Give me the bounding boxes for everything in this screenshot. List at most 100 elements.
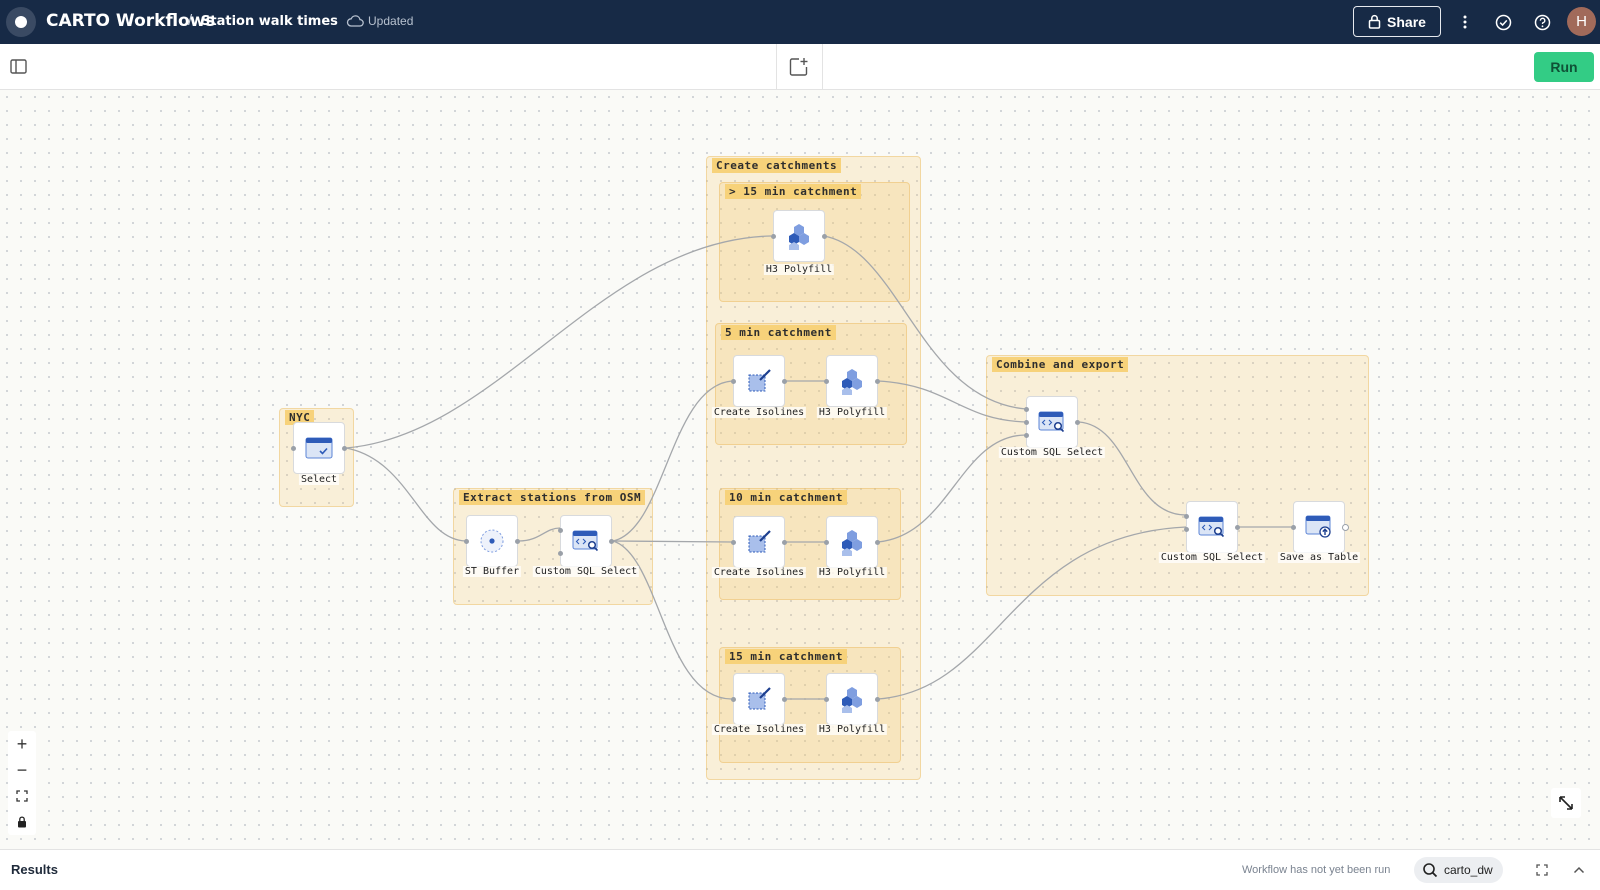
- input-port[interactable]: [1184, 527, 1189, 532]
- run-button[interactable]: Run: [1534, 52, 1594, 82]
- buffer-icon: [480, 529, 504, 553]
- input-port[interactable]: [731, 697, 736, 702]
- node-h3-polyfill-gt15[interactable]: [771, 210, 827, 262]
- output-port[interactable]: [1342, 524, 1349, 531]
- input-port[interactable]: [731, 379, 736, 384]
- group-label: > 15 min catchment: [725, 184, 862, 199]
- output-port[interactable]: [782, 540, 787, 545]
- lock-canvas-button[interactable]: [10, 810, 34, 834]
- add-node-icon[interactable]: [789, 57, 811, 77]
- node-create-isolines-10[interactable]: [731, 516, 787, 568]
- input-port[interactable]: [824, 697, 829, 702]
- group-create-catchments[interactable]: Create catchments: [706, 156, 921, 780]
- top-bar: CARTO Workflows / Station walk times Upd…: [0, 0, 1600, 44]
- results-title[interactable]: Results: [11, 862, 58, 877]
- save-table-icon: [1305, 515, 1331, 538]
- zoom-out-button[interactable]: −: [10, 758, 34, 782]
- input-port[interactable]: [558, 551, 563, 556]
- edge: [612, 540, 733, 543]
- canvas-toolbar: Run: [0, 44, 1600, 90]
- output-port[interactable]: [875, 697, 880, 702]
- sidebar-toggle-icon[interactable]: [10, 59, 27, 74]
- output-port[interactable]: [515, 539, 520, 544]
- output-port[interactable]: [875, 540, 880, 545]
- connection-chip[interactable]: carto_dw: [1414, 857, 1503, 883]
- breadcrumb-separator: /: [188, 12, 193, 29]
- input-port[interactable]: [1024, 420, 1029, 425]
- h3-hexagon-icon: [789, 224, 809, 250]
- workflow-name[interactable]: Station walk times: [201, 14, 338, 29]
- output-port[interactable]: [1075, 420, 1080, 425]
- edge: [1078, 421, 1187, 516]
- expand-arrows-icon: [1559, 796, 1573, 810]
- input-port[interactable]: [1024, 433, 1029, 438]
- zoom-in-button[interactable]: +: [10, 732, 34, 756]
- node-create-isolines-5[interactable]: [731, 355, 787, 407]
- node-label: H3 Polyfill: [816, 567, 888, 578]
- input-port[interactable]: [824, 540, 829, 545]
- input-port[interactable]: [1024, 407, 1029, 412]
- workflow-canvas[interactable]: NYC Extract stations from OSM Create cat…: [0, 90, 1600, 849]
- edge: [518, 527, 561, 542]
- custom-sql-icon: [1198, 516, 1225, 538]
- share-button[interactable]: Share: [1353, 6, 1441, 37]
- edge: [345, 447, 467, 542]
- help-icon[interactable]: [1530, 10, 1554, 34]
- workflow-edges: [345, 235, 1293, 700]
- input-port[interactable]: [824, 379, 829, 384]
- user-avatar[interactable]: H: [1567, 7, 1596, 36]
- node-custom-sql-combine-2[interactable]: [1184, 501, 1240, 553]
- node-save-as-table[interactable]: [1291, 501, 1349, 553]
- node-custom-sql-combine-1[interactable]: [1024, 396, 1080, 448]
- fit-view-icon: [16, 790, 28, 802]
- input-port[interactable]: [771, 234, 776, 239]
- chevron-up-icon[interactable]: [1571, 862, 1587, 878]
- expand-canvas-button[interactable]: [1551, 788, 1581, 818]
- table-select-icon: [305, 437, 333, 459]
- edge: [345, 235, 772, 449]
- input-port[interactable]: [558, 528, 563, 533]
- fullscreen-icon[interactable]: [1534, 862, 1550, 878]
- edge: [612, 380, 733, 542]
- output-port[interactable]: [875, 379, 880, 384]
- node-label: ST Buffer: [462, 566, 522, 577]
- node-label: Create Isolines: [711, 407, 807, 418]
- fit-view-button[interactable]: [10, 784, 34, 808]
- output-port[interactable]: [782, 379, 787, 384]
- node-label: Create Isolines: [711, 567, 807, 578]
- node-create-isolines-15[interactable]: [731, 673, 787, 725]
- output-port[interactable]: [1235, 525, 1240, 530]
- node-h3-polyfill-10[interactable]: [824, 516, 880, 568]
- node-st-buffer[interactable]: [464, 515, 520, 567]
- output-port[interactable]: [609, 539, 614, 544]
- h3-hexagon-icon: [842, 530, 862, 556]
- connection-name: carto_dw: [1444, 863, 1493, 877]
- more-options-icon[interactable]: [1453, 10, 1477, 34]
- input-port[interactable]: [291, 446, 296, 451]
- input-port[interactable]: [464, 539, 469, 544]
- node-label: Select: [298, 474, 340, 485]
- app-title[interactable]: CARTO Workflows: [46, 11, 216, 31]
- edge: [823, 235, 1027, 410]
- node-h3-polyfill-5[interactable]: [824, 355, 880, 407]
- input-port[interactable]: [1291, 525, 1296, 530]
- group-label: Extract stations from OSM: [459, 490, 646, 505]
- custom-sql-icon: [572, 530, 599, 552]
- carto-logo-icon[interactable]: [6, 7, 36, 37]
- output-port[interactable]: [822, 234, 827, 239]
- group-extract-stations[interactable]: Extract stations from OSM: [453, 488, 653, 605]
- node-label: Custom SQL Select: [998, 447, 1106, 458]
- lock-icon: [1368, 14, 1381, 29]
- node-select[interactable]: [291, 422, 347, 474]
- h3-hexagon-icon: [842, 687, 862, 713]
- node-label: H3 Polyfill: [763, 264, 835, 275]
- check-circle-icon[interactable]: [1491, 10, 1515, 34]
- input-port[interactable]: [1184, 514, 1189, 519]
- input-port[interactable]: [731, 540, 736, 545]
- node-custom-sql-extract[interactable]: [558, 515, 614, 567]
- output-port[interactable]: [782, 697, 787, 702]
- edge: [877, 434, 1027, 543]
- output-port[interactable]: [342, 446, 347, 451]
- isoline-edit-icon: [748, 369, 771, 392]
- node-h3-polyfill-15[interactable]: [824, 673, 880, 725]
